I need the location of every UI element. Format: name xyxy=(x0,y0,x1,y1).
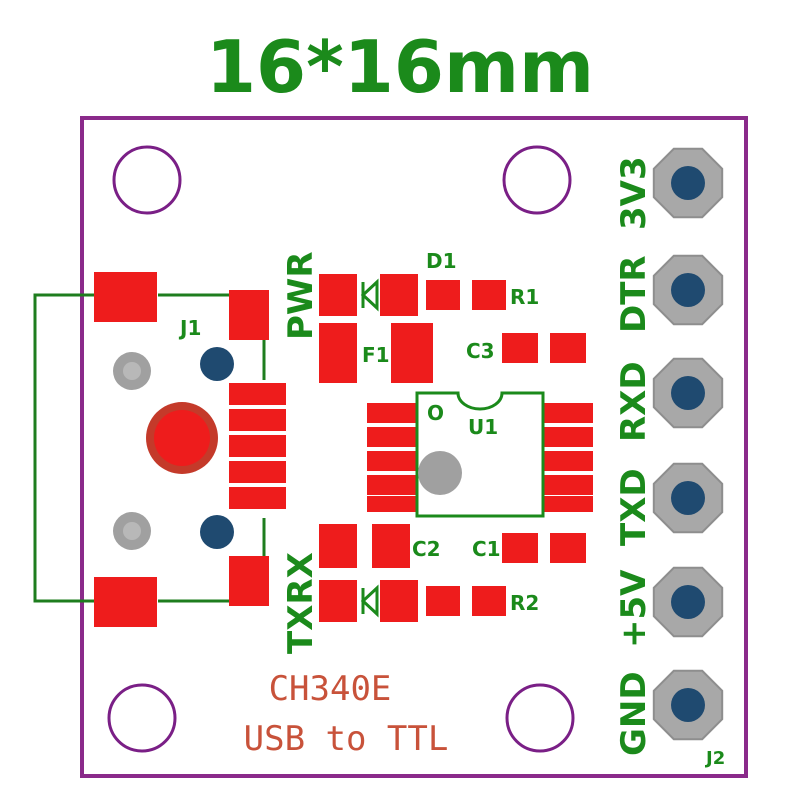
header-pad-hole-4 xyxy=(671,481,705,515)
u1-thermal-pad xyxy=(418,451,462,495)
c1-label: C1 xyxy=(472,537,501,561)
header-pad-hole-1 xyxy=(671,166,705,200)
usb-shell-pad xyxy=(229,290,269,340)
f1-pad xyxy=(319,323,357,383)
c3-label: C3 xyxy=(466,339,495,363)
txrx-led-pad xyxy=(380,580,418,622)
pwr-led-pad xyxy=(319,274,357,316)
u1-label: U1 xyxy=(468,415,498,439)
usb-drill-hole xyxy=(123,522,141,540)
board-size-title: 16*16mm xyxy=(206,25,594,109)
usb-connector-outline xyxy=(33,293,266,603)
pin-label-rxd: RXD xyxy=(614,361,654,442)
txrx-led-pad xyxy=(319,580,357,622)
header-pads xyxy=(652,147,724,741)
usb-shell-pad xyxy=(229,556,269,606)
c2-pad xyxy=(319,524,357,568)
u1-left-pads xyxy=(367,403,417,512)
c2-pad xyxy=(372,524,410,568)
c2-label: C2 xyxy=(412,537,441,561)
c1-pad xyxy=(550,533,586,563)
r1-label: R1 xyxy=(510,285,539,309)
j2-label: J2 xyxy=(704,748,725,769)
txrx-label: TXRX xyxy=(281,552,321,654)
c1-pad xyxy=(502,533,538,563)
diode-symbol xyxy=(360,584,379,618)
header-pad-hole-6 xyxy=(671,688,705,722)
f1-label: F1 xyxy=(362,343,390,367)
diode-symbol xyxy=(360,278,379,312)
u1-right-pads xyxy=(543,403,593,512)
mounting-hole-top-left xyxy=(112,145,182,215)
c3-pad xyxy=(550,333,586,363)
pin-label-5v: +5V xyxy=(614,569,654,648)
usb-center-pad xyxy=(154,410,210,466)
pin-label-dtr: DTR xyxy=(614,255,654,333)
r2-pad xyxy=(472,586,506,616)
mounting-hole-bottom-right xyxy=(505,683,575,753)
mounting-hole-bottom-left xyxy=(107,683,177,753)
r2-label: R2 xyxy=(510,591,539,615)
r1-pad xyxy=(426,280,460,310)
via xyxy=(200,515,234,549)
chip-name: CH340E xyxy=(269,669,392,709)
board-outline xyxy=(80,116,748,778)
pin-label-gnd: GND xyxy=(614,671,654,756)
pin-label-3v3: 3V3 xyxy=(614,156,654,230)
c3-pad xyxy=(502,333,538,363)
mounting-hole-top-right xyxy=(502,145,572,215)
u1-pin1-marker: O xyxy=(427,401,444,425)
j1-label: J1 xyxy=(178,316,201,340)
d1-label: D1 xyxy=(426,249,457,273)
pwr-label: PWR xyxy=(281,251,321,340)
d1-pad xyxy=(380,274,418,316)
header-pad-hole-2 xyxy=(671,273,705,307)
header-pad-hole-5 xyxy=(671,585,705,619)
usb-shell-pad xyxy=(94,272,157,322)
header-pad-hole-3 xyxy=(671,376,705,410)
usb-shell-pad xyxy=(94,577,157,627)
chip-description: USB to TTL xyxy=(244,719,449,759)
via xyxy=(200,347,234,381)
r1-pad xyxy=(472,280,506,310)
usb-drill-hole xyxy=(123,362,141,380)
pin-label-txd: TXD xyxy=(614,468,654,546)
usb-signal-pads xyxy=(229,383,286,509)
f1-pad xyxy=(391,323,433,383)
r2-pad xyxy=(426,586,460,616)
